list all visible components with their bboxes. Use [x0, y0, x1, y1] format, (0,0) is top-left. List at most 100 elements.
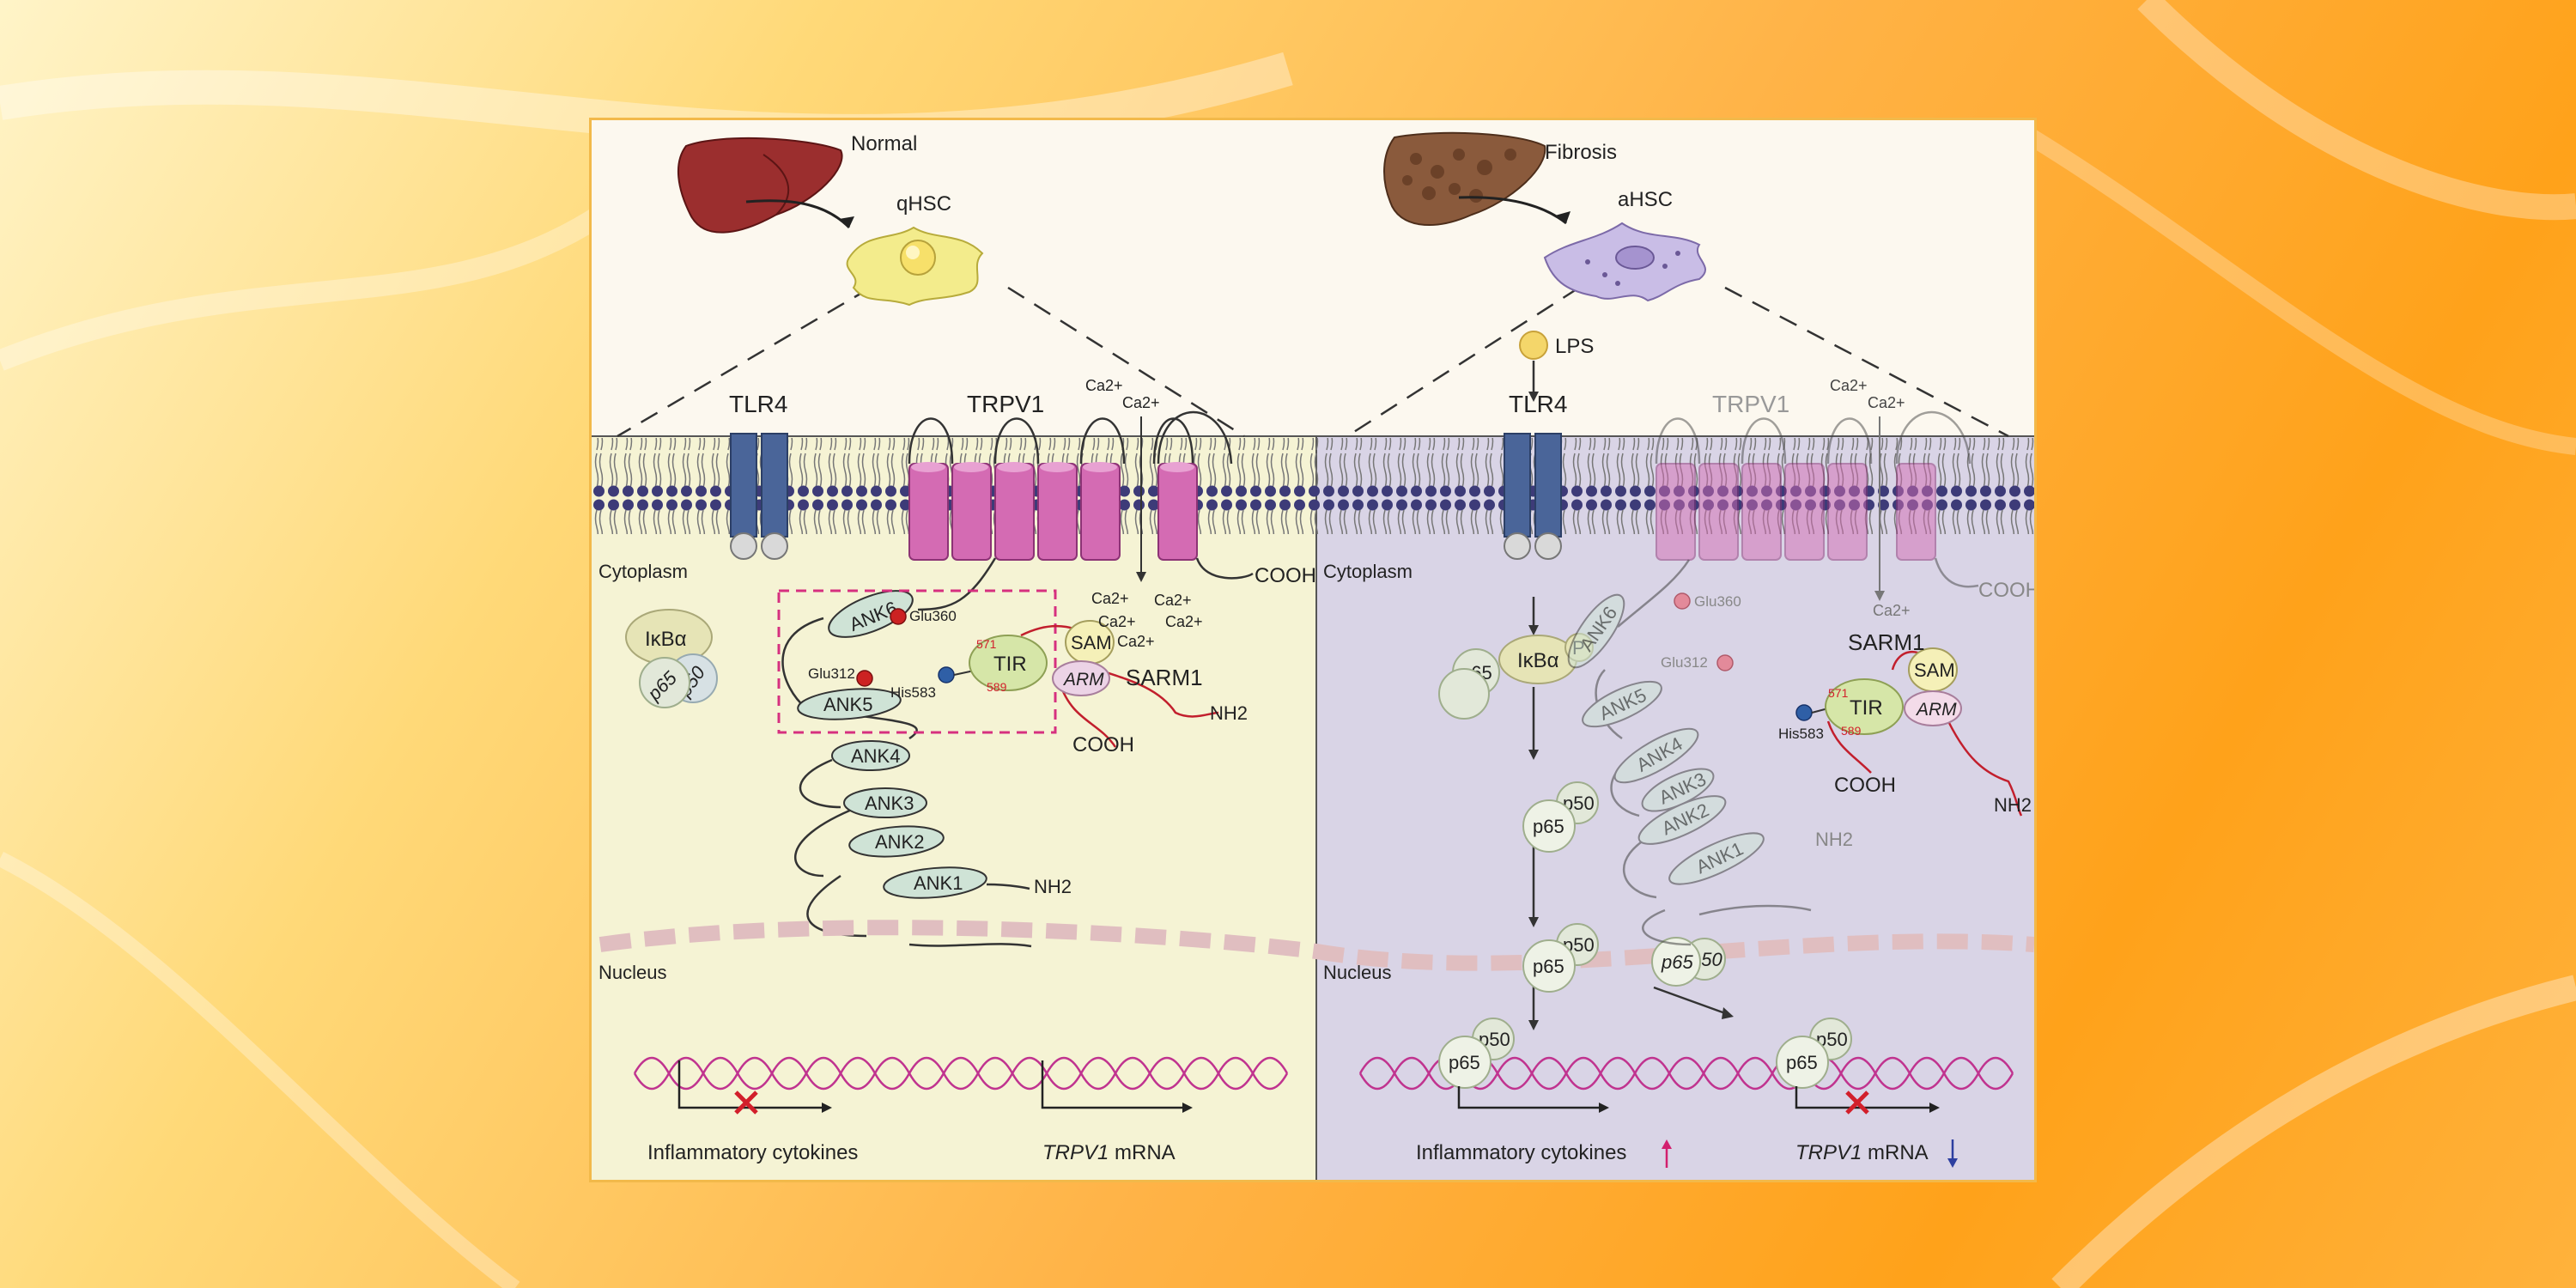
left-tlr4-label: TLR4 [729, 391, 787, 417]
left-glu312: Glu312 [808, 665, 855, 682]
left-nucleus-label: Nucleus [598, 962, 666, 983]
up-arrow-icon [1662, 1139, 1672, 1168]
left-n571: 571 [976, 637, 997, 651]
right-nfkb-nuclear: p50 p65 [1522, 923, 1599, 993]
normal-label: Normal [851, 132, 917, 155]
right-trpv1-label: TRPV1 [1712, 391, 1789, 417]
svg-text:IκBα: IκBα [1517, 649, 1559, 672]
left-sarm1-label: SARM1 [1126, 665, 1203, 690]
left-sarm-cooh: COOH [1072, 733, 1134, 756]
right-ca-top-1: Ca2+ [1830, 377, 1868, 394]
left-inflammatory-cytokines: Inflammatory cytokines [647, 1141, 858, 1164]
left-his583: His583 [890, 684, 936, 701]
left-ca-a: Ca2+ [1091, 590, 1129, 607]
lps-icon [1519, 331, 1548, 360]
left-trpv1-label: TRPV1 [967, 391, 1044, 417]
left-ankyrin-repeats [797, 590, 987, 899]
left-glu312-dot [856, 670, 873, 687]
right-glu360-dot [1674, 592, 1691, 610]
left-glu360: Glu360 [909, 608, 957, 624]
left-ank1: ANK1 [914, 872, 963, 894]
right-trpv1-cooh: COOH [1978, 579, 2034, 602]
left-trpv1-mrna: TRPV1 mRNA [1042, 1141, 1176, 1164]
right-nfkb-on-dna-1: p50 p65 [1438, 1018, 1515, 1089]
left-ank4: ANK4 [851, 745, 900, 767]
right-cytoplasm-label: Cytoplasm [1323, 561, 1413, 582]
left-ca-top-2: Ca2+ [1122, 394, 1160, 411]
right-sarm-cooh: COOH [1834, 774, 1896, 797]
right-nfkb-on-dna-2: p50 p65 [1776, 1018, 1852, 1089]
right-trpv1-channel-faded [1655, 410, 1979, 588]
svg-text:p65: p65 [1661, 951, 1693, 973]
right-trpv1-ankyrin-faded [1567, 559, 1812, 946]
right-inflammatory-cytokines: Inflammatory cytokines [1416, 1141, 1626, 1164]
left-his583-dot [938, 666, 955, 683]
right-ca-below: Ca2+ [1873, 602, 1911, 619]
left-n589: 589 [987, 680, 1007, 694]
right-tir: TIR [1850, 696, 1883, 720]
left-sarm1-complex [969, 620, 1115, 696]
svg-text:p65: p65 [1449, 1052, 1480, 1073]
left-ca-e: Ca2+ [1117, 633, 1155, 650]
right-ca-top-2: Ca2+ [1868, 394, 1905, 411]
left-ca-top-1: Ca2+ [1085, 377, 1123, 394]
right-glu312: Glu312 [1661, 654, 1708, 671]
right-sam: SAM [1914, 659, 1955, 681]
down-arrow-icon [1947, 1139, 1958, 1168]
left-tir: TIR [993, 653, 1027, 676]
left-trpv1-channel [908, 410, 1254, 580]
svg-text:p65: p65 [1786, 1052, 1818, 1073]
fibrosis-label: Fibrosis [1545, 141, 1617, 164]
interaction-highlight-box [777, 589, 1057, 734]
right-n589: 589 [1841, 724, 1862, 738]
left-glu360-dot [890, 608, 907, 625]
left-trpv1-cooh: COOH [1255, 564, 1316, 587]
left-ca-b: Ca2+ [1154, 592, 1192, 609]
right-tlr4-receptor [1504, 433, 1562, 560]
svg-text:IκBα: IκBα [645, 628, 687, 651]
normal-liver-icon [677, 137, 843, 234]
right-sarm1-complex [1825, 647, 1962, 735]
fibrotic-liver-icon [1383, 131, 1546, 226]
right-trpv1-mrna: TRPV1 mRNA [1795, 1141, 1929, 1164]
right-ank-nh2: NH2 [1815, 829, 1853, 850]
qhsc-cell-icon [846, 226, 984, 307]
left-arm: ARM [1062, 670, 1104, 690]
right-nucleus-label: Nucleus [1323, 962, 1391, 983]
ahsc-cell-icon [1543, 222, 1706, 302]
right-sarm-nh2: NH2 [1994, 794, 2032, 816]
svg-text:p65: p65 [1533, 956, 1564, 977]
left-tlr4-receptor [730, 433, 788, 560]
zoom-lines [617, 286, 2009, 438]
left-nfkb-complex: IκBα p50 p65 [625, 609, 718, 708]
right-n571: 571 [1828, 686, 1849, 700]
right-nfkb-cyto-1: p50 p65 [1522, 781, 1599, 853]
left-ca-c: Ca2+ [1098, 613, 1136, 630]
right-glu312-dot [1716, 654, 1734, 671]
left-ank2: ANK2 [875, 831, 924, 853]
left-ank3: ANK3 [865, 793, 914, 814]
right-sarm1-label: SARM1 [1848, 629, 1925, 655]
right-his583-dot [1795, 704, 1813, 721]
diagram-figure: Normal qHSC Fibrosis aHSC LPS TLR4 TRPV1 [589, 118, 2037, 1182]
nuclear-envelope [598, 920, 2034, 971]
lps-label: LPS [1555, 335, 1594, 358]
qhsc-label: qHSC [896, 192, 951, 216]
left-ank5: ANK5 [823, 694, 872, 715]
left-dna-helix [633, 1056, 1289, 1091]
ahsc-label: aHSC [1618, 188, 1673, 211]
svg-text:p65: p65 [1533, 816, 1564, 837]
left-sam: SAM [1071, 632, 1112, 653]
left-ca-d: Ca2+ [1165, 613, 1203, 630]
left-ank-nh2: NH2 [1034, 876, 1072, 897]
left-inflam-blocked-x [734, 1091, 758, 1115]
left-cytoplasm-label: Cytoplasm [598, 561, 688, 582]
left-cell-panel [592, 436, 1316, 1180]
right-nfkb-released: p65 [1438, 648, 1500, 720]
right-trpv1-blocked-x [1845, 1091, 1869, 1115]
left-sarm-nh2: NH2 [1210, 702, 1248, 724]
right-arm: ARM [1915, 700, 1957, 720]
right-his583: His583 [1778, 726, 1824, 742]
right-glu360: Glu360 [1694, 593, 1741, 610]
right-tlr4-label: TLR4 [1509, 391, 1567, 417]
